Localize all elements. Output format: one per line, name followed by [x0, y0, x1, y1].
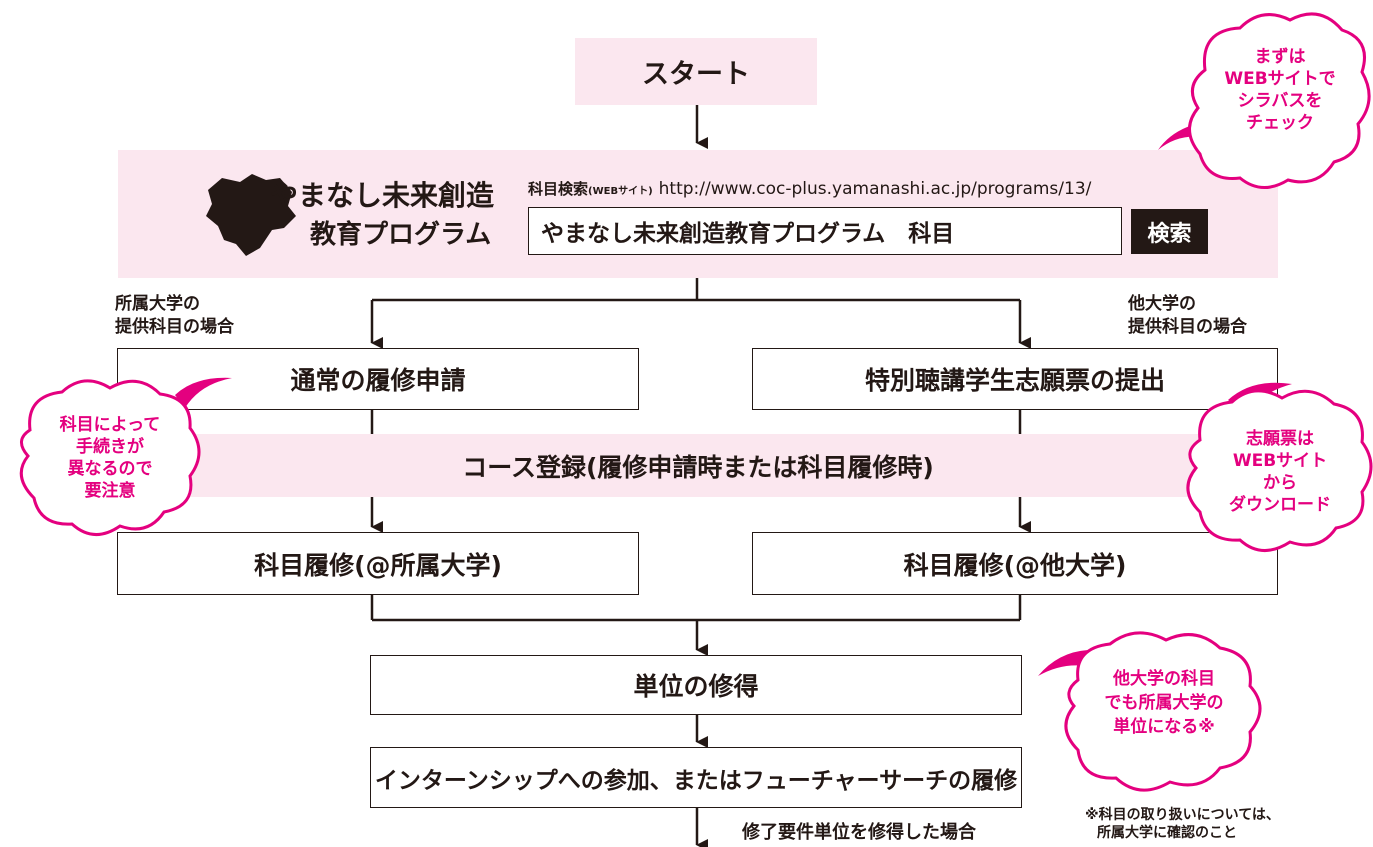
search-url-link[interactable]: http://www.coc-plus.yamanashi.ac.jp/prog… — [658, 179, 1092, 199]
right-branch-label: 他大学の 提供科目の場合 — [1128, 293, 1278, 339]
course-other-box: 科目履修(@他大学) — [752, 532, 1278, 595]
start-box: スタート — [575, 38, 817, 105]
logo-line-2: 教育プログラム — [310, 220, 492, 250]
course-own-box: 科目履修(@所属大学) — [117, 532, 639, 595]
right-branch-label-2: 提供科目の場合 — [1128, 317, 1247, 337]
course-other-label: 科目履修(@他大学) — [903, 550, 1127, 580]
course-registration-label: コース登録(履修申請時または科目履修時) — [462, 452, 934, 482]
special-application-box: 特別聴講学生志願票の提出 — [752, 348, 1278, 410]
search-caption-main: 科目検索 — [528, 180, 589, 198]
internship-box: インターンシップへの参加、またはフューチャーサーチの履修 — [370, 747, 1022, 808]
search-query: やまなし未来創造教育プログラム 科目 — [541, 221, 955, 247]
normal-registration-box: 通常の履修申請 — [117, 348, 639, 410]
right-branch-label-1: 他大学の — [1128, 294, 1196, 314]
program-logo: やまなし未来創造 教育プログラム — [200, 170, 500, 260]
search-button-label: 検索 — [1147, 221, 1192, 247]
search-button[interactable]: 検索 — [1131, 209, 1208, 254]
search-caption-small: (WEBサイト) — [588, 186, 653, 197]
left-branch-label: 所属大学の 提供科目の場合 — [115, 293, 234, 339]
search-caption: 科目検索(WEBサイト) http://www.coc-plus.yamanash… — [528, 178, 1091, 199]
course-registration-band: コース登録(履修申請時または科目履修時) — [118, 434, 1278, 497]
credits-box: 単位の修得 — [370, 655, 1022, 715]
special-application-label: 特別聴講学生志願票の提出 — [864, 366, 1165, 395]
course-own-label: 科目履修(@所属大学) — [254, 550, 502, 580]
left-branch-label-2: 提供科目の場合 — [115, 317, 234, 337]
internship-label: インターンシップへの参加、またはフューチャーサーチの履修 — [374, 767, 1018, 794]
start-label: スタート — [642, 59, 750, 90]
footnote: ※科目の取り扱いについては、 所属大学に確認のこと — [1085, 806, 1280, 842]
footnote-line-2: 所属大学に確認のこと — [1097, 825, 1237, 841]
logo-line-1: やまなし未来創造 — [270, 179, 495, 212]
credits-label: 単位の修得 — [633, 672, 759, 701]
left-branch-label-1: 所属大学の — [115, 294, 200, 314]
yamanashi-map-icon — [206, 174, 296, 256]
search-input[interactable]: やまなし未来創造教育プログラム 科目 — [528, 207, 1122, 255]
footnote-line-1: ※科目の取り扱いについては、 — [1085, 807, 1280, 823]
completion-label: 修了要件単位を修得した場合 — [742, 822, 976, 843]
normal-registration-label: 通常の履修申請 — [290, 366, 466, 395]
